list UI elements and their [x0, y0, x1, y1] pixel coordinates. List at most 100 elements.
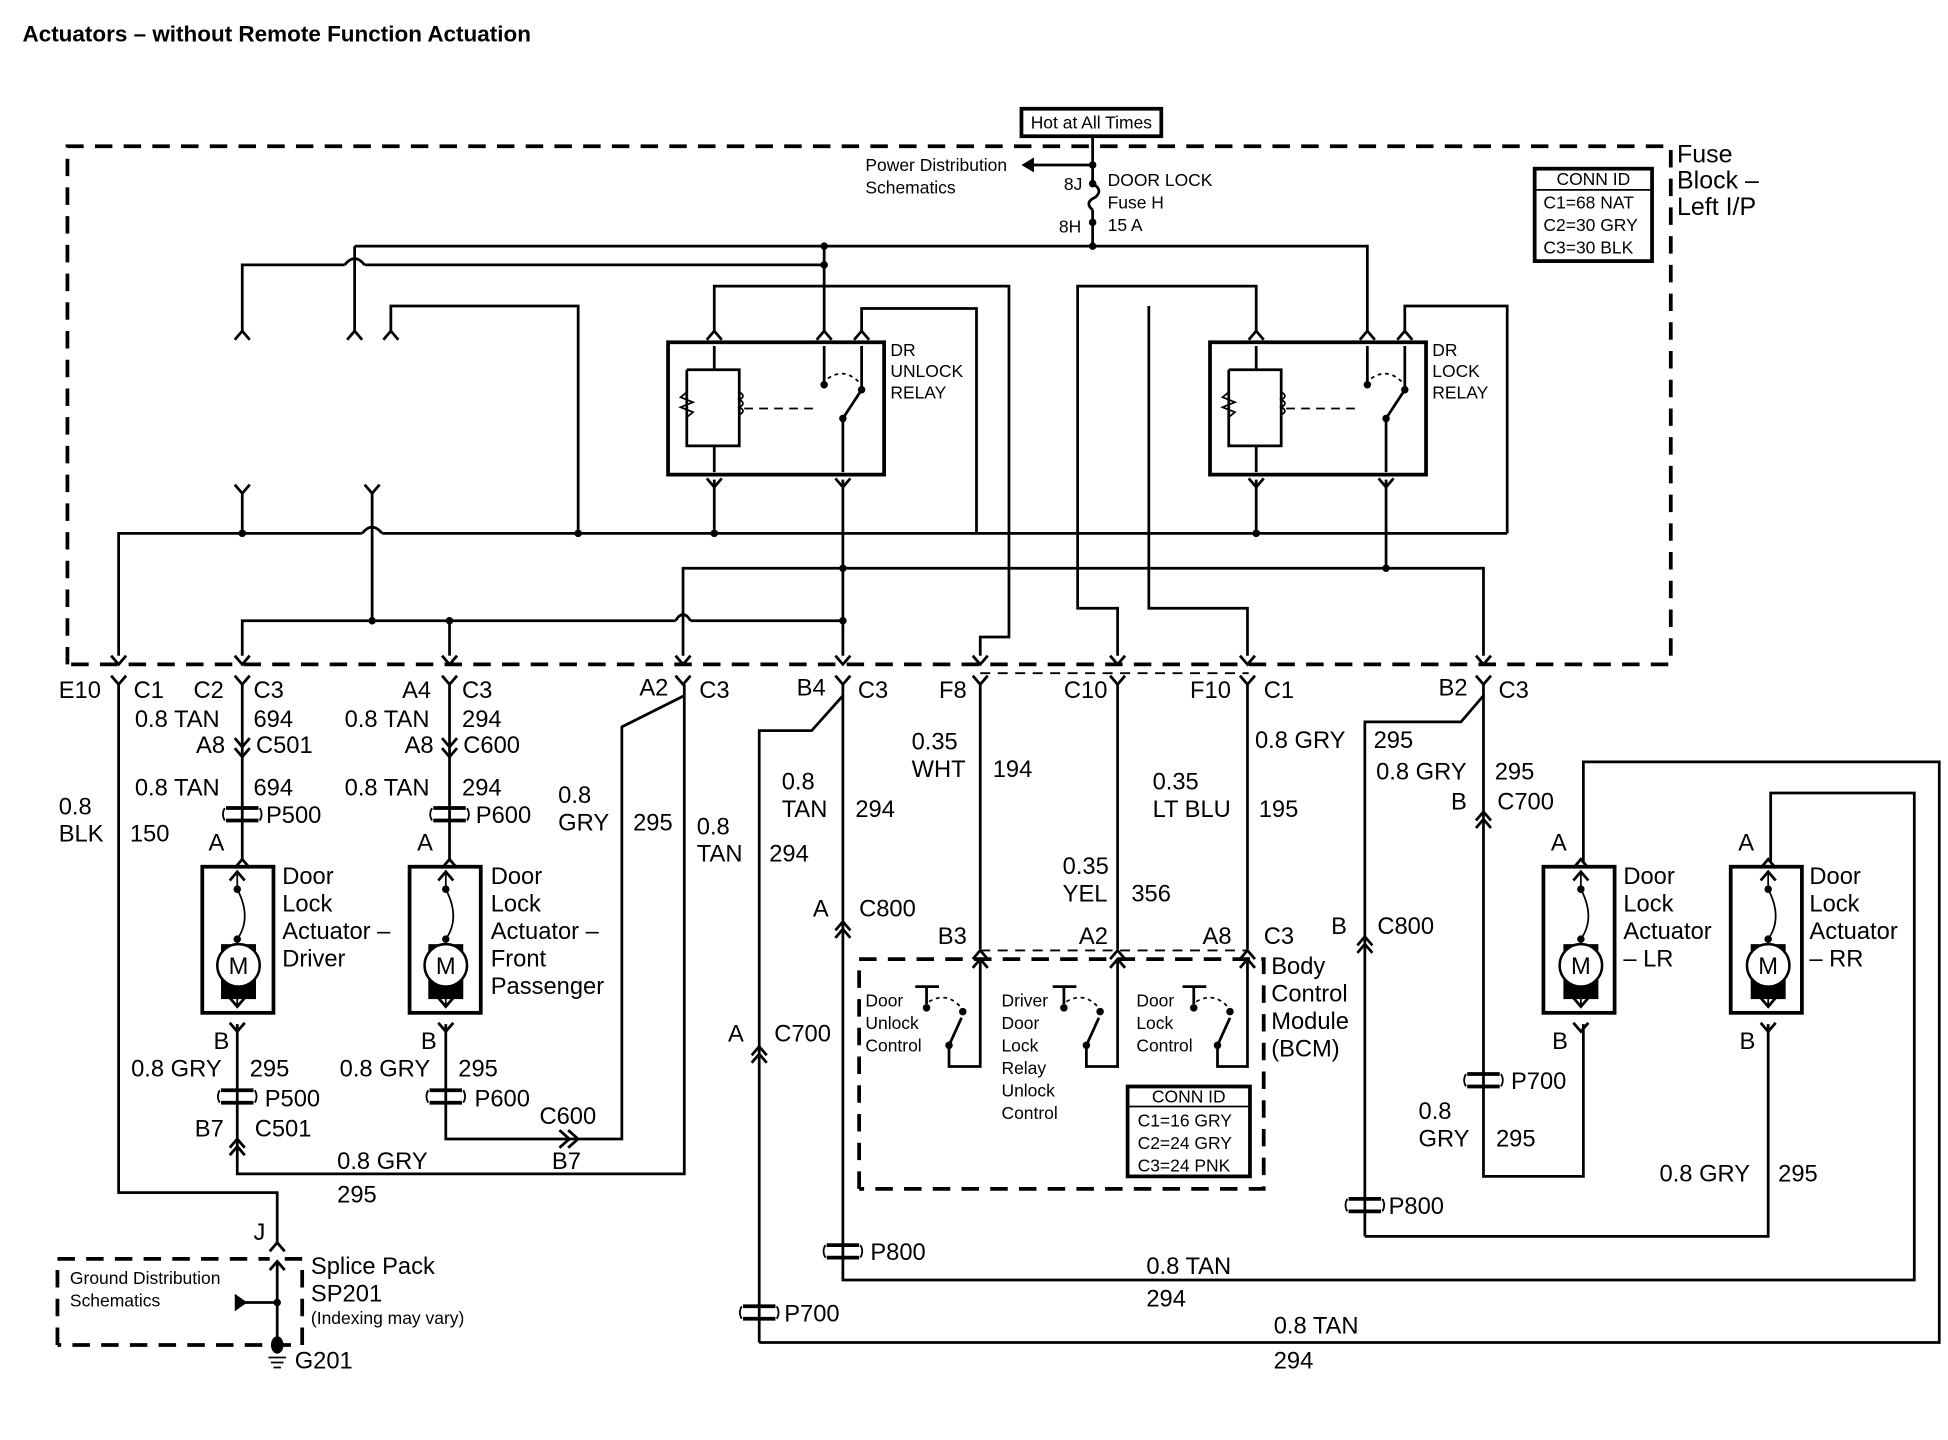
- svg-text:WHT: WHT: [912, 757, 966, 783]
- driver-return-circuit-295: B 0.8 GRY 295 P500 B7 C501 0.8 GRY 295: [131, 684, 686, 1209]
- svg-text:B: B: [1331, 914, 1347, 940]
- svg-text:C1: C1: [134, 678, 164, 704]
- svg-text:Front: Front: [491, 947, 547, 973]
- svg-text:GRY: GRY: [1419, 1126, 1470, 1152]
- svg-text:P700: P700: [1511, 1069, 1566, 1095]
- svg-text:15 A: 15 A: [1108, 215, 1143, 235]
- ground-circuit-150: 0.8 BLK 150: [59, 684, 279, 1243]
- bcm-input-circuits: 0.35 WHT 194 0.35 YEL 356 0.35 LT BLU 19…: [912, 684, 1299, 950]
- svg-text:M: M: [1758, 954, 1778, 980]
- svg-text:B: B: [214, 1029, 230, 1055]
- svg-text:A8: A8: [1203, 924, 1232, 950]
- svg-text:0.35: 0.35: [1063, 854, 1109, 880]
- svg-text:Splice Pack: Splice Pack: [311, 1254, 435, 1280]
- svg-text:B7: B7: [195, 1116, 224, 1142]
- svg-text:Door: Door: [1001, 1013, 1039, 1033]
- svg-text:C600: C600: [539, 1104, 596, 1130]
- svg-text:295: 295: [1495, 759, 1535, 785]
- svg-text:Unlock: Unlock: [1001, 1080, 1055, 1100]
- svg-text:694: 694: [253, 707, 293, 733]
- svg-text:0.8 GRY: 0.8 GRY: [1376, 759, 1467, 785]
- svg-text:P500: P500: [266, 803, 321, 829]
- svg-text:C3: C3: [253, 678, 283, 704]
- svg-text:C3=30 BLK: C3=30 BLK: [1543, 238, 1633, 258]
- svg-text:295: 295: [337, 1183, 377, 1209]
- svg-text:295: 295: [458, 1057, 498, 1083]
- svg-text:295: 295: [633, 811, 673, 837]
- svg-text:RELAY: RELAY: [1432, 382, 1488, 402]
- svg-text:295: 295: [250, 1057, 290, 1083]
- svg-text:B2: B2: [1439, 676, 1468, 702]
- svg-text:0.8 GRY: 0.8 GRY: [1660, 1161, 1751, 1187]
- svg-text:Control: Control: [1271, 982, 1347, 1008]
- svg-text:Control: Control: [865, 1036, 921, 1056]
- svg-text:Actuator –: Actuator –: [491, 919, 600, 945]
- fuse-block-label: Fuse Block – Left I/P: [1677, 140, 1766, 220]
- svg-text:B: B: [1451, 789, 1467, 815]
- svg-text:295: 295: [1496, 1126, 1536, 1152]
- svg-text:C501: C501: [255, 1116, 312, 1142]
- svg-text:Door: Door: [865, 991, 903, 1011]
- svg-text:C1=68 NAT: C1=68 NAT: [1543, 193, 1634, 213]
- svg-text:A2: A2: [1079, 924, 1108, 950]
- svg-text:0.8 TAN: 0.8 TAN: [135, 776, 220, 802]
- svg-text:Schematics: Schematics: [70, 1290, 161, 1310]
- svg-text:Lock: Lock: [1809, 892, 1859, 918]
- door-lock-actuator-lr: M A B Door Lock Actuator – LR: [1541, 830, 1712, 1055]
- svg-text:P600: P600: [476, 803, 531, 829]
- svg-text:Actuator –: Actuator –: [282, 919, 391, 945]
- svg-text:P600: P600: [475, 1086, 530, 1112]
- svg-text:C2=24 GRY: C2=24 GRY: [1138, 1133, 1233, 1153]
- svg-text:Door: Door: [1809, 864, 1861, 890]
- svg-text:8H: 8H: [1059, 216, 1081, 236]
- svg-text:295: 295: [1374, 728, 1414, 754]
- svg-text:C3: C3: [1264, 924, 1294, 950]
- svg-text:0.8: 0.8: [1419, 1099, 1452, 1125]
- svg-text:194: 194: [993, 757, 1033, 783]
- svg-text:C1: C1: [1264, 678, 1294, 704]
- svg-text:B3: B3: [938, 924, 967, 950]
- splice-pack-sp201: Ground Distribution Schematics J Splice …: [55, 1220, 464, 1375]
- svg-text:C800: C800: [859, 897, 916, 923]
- door-lock-actuator-driver: M Door Lock Actuator – Driver: [200, 864, 391, 1015]
- svg-text:294: 294: [769, 842, 809, 868]
- svg-text:GRY: GRY: [558, 811, 609, 837]
- svg-text:C600: C600: [463, 733, 520, 759]
- svg-text:DR: DR: [1432, 340, 1457, 360]
- svg-text:TAN: TAN: [697, 842, 743, 868]
- svg-text:0.8 TAN: 0.8 TAN: [345, 707, 430, 733]
- svg-text:0.8: 0.8: [558, 783, 591, 809]
- door-lock-fuse: Power Distribution Schematics 8J 8H DOOR…: [865, 136, 1213, 247]
- svg-text:UNLOCK: UNLOCK: [890, 361, 963, 381]
- svg-text:Actuator: Actuator: [1809, 919, 1897, 945]
- svg-text:A8: A8: [196, 733, 225, 759]
- svg-text:G201: G201: [295, 1349, 353, 1375]
- svg-text:Lock: Lock: [282, 892, 332, 918]
- svg-text:LT BLU: LT BLU: [1153, 797, 1231, 823]
- svg-text:Door: Door: [1136, 991, 1174, 1011]
- svg-text:C2=30 GRY: C2=30 GRY: [1543, 215, 1638, 235]
- svg-text:M: M: [436, 954, 456, 980]
- svg-text:C800: C800: [1377, 914, 1434, 940]
- svg-text:CONN ID: CONN ID: [1556, 169, 1630, 189]
- svg-text:C3: C3: [1498, 678, 1528, 704]
- svg-text:A8: A8: [405, 733, 434, 759]
- svg-text:0.8 TAN: 0.8 TAN: [1146, 1254, 1231, 1280]
- svg-text:C2: C2: [194, 678, 224, 704]
- fuse-block-outline: [65, 144, 1673, 667]
- door-lock-actuator-front-passenger: M Door Lock Actuator – Front Passenger: [407, 864, 604, 1015]
- svg-text:A: A: [728, 1022, 744, 1048]
- svg-text:P800: P800: [1389, 1194, 1444, 1220]
- svg-text:B: B: [421, 1029, 437, 1055]
- svg-text:C3=24 PNK: C3=24 PNK: [1138, 1155, 1231, 1175]
- svg-text:0.8 GRY: 0.8 GRY: [1255, 728, 1346, 754]
- svg-text:C3: C3: [699, 678, 729, 704]
- svg-text:Driver: Driver: [282, 947, 345, 973]
- svg-text:Door: Door: [1623, 864, 1675, 890]
- svg-text:0.8 GRY: 0.8 GRY: [337, 1149, 428, 1175]
- svg-text:294: 294: [855, 797, 895, 823]
- fuse-block-conn-id: CONN ID C1=68 NAT C2=30 GRY C3=30 BLK: [1532, 166, 1654, 263]
- svg-text:C501: C501: [256, 733, 313, 759]
- svg-text:A: A: [813, 897, 829, 923]
- svg-text:195: 195: [1259, 797, 1299, 823]
